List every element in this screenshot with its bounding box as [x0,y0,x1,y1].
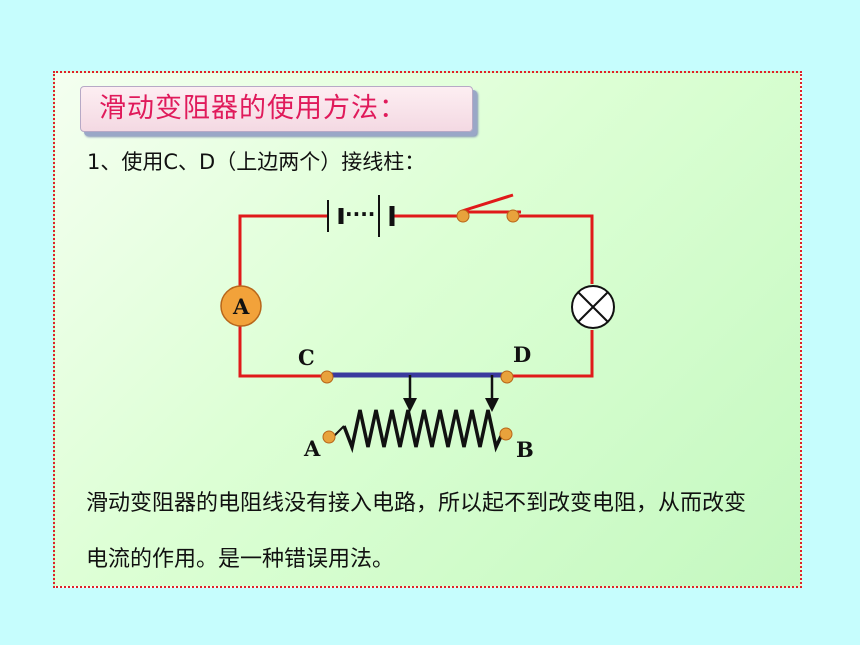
terminal-b [499,427,513,441]
wire-right-bottom [507,330,594,378]
terminal-c-label: C [298,345,315,370]
terminal-c [320,370,334,384]
ammeter-icon [220,285,262,327]
lamp-icon [571,285,615,329]
wire-right-top [513,214,594,284]
terminal-b-label: B [516,437,534,462]
rheostat [320,370,514,454]
terminal-a-label: A [303,436,321,461]
title-box [80,86,473,132]
ammeter-label: A [232,294,250,319]
step-heading: 1、使用C、D（上边两个）接线柱： [87,150,426,174]
battery-dots: ···· [345,202,375,226]
slide-title: 滑动变阻器的使用方法： [99,93,407,124]
terminal-d-label: D [513,342,531,367]
wire-left-top [238,214,328,288]
content-panel [53,71,802,588]
battery-icon [327,195,395,237]
terminal-a [322,430,336,444]
wire-left-bottom [238,326,326,378]
circuit-wires [238,214,594,378]
resistance-coil [342,409,505,454]
switch-icon [456,193,521,223]
terminal-d [500,370,514,384]
explanation-text: 滑动变阻器的电阻线没有接入电路，所以起不到改变电阻，从而改变电流的作用。是一种错… [86,491,747,572]
